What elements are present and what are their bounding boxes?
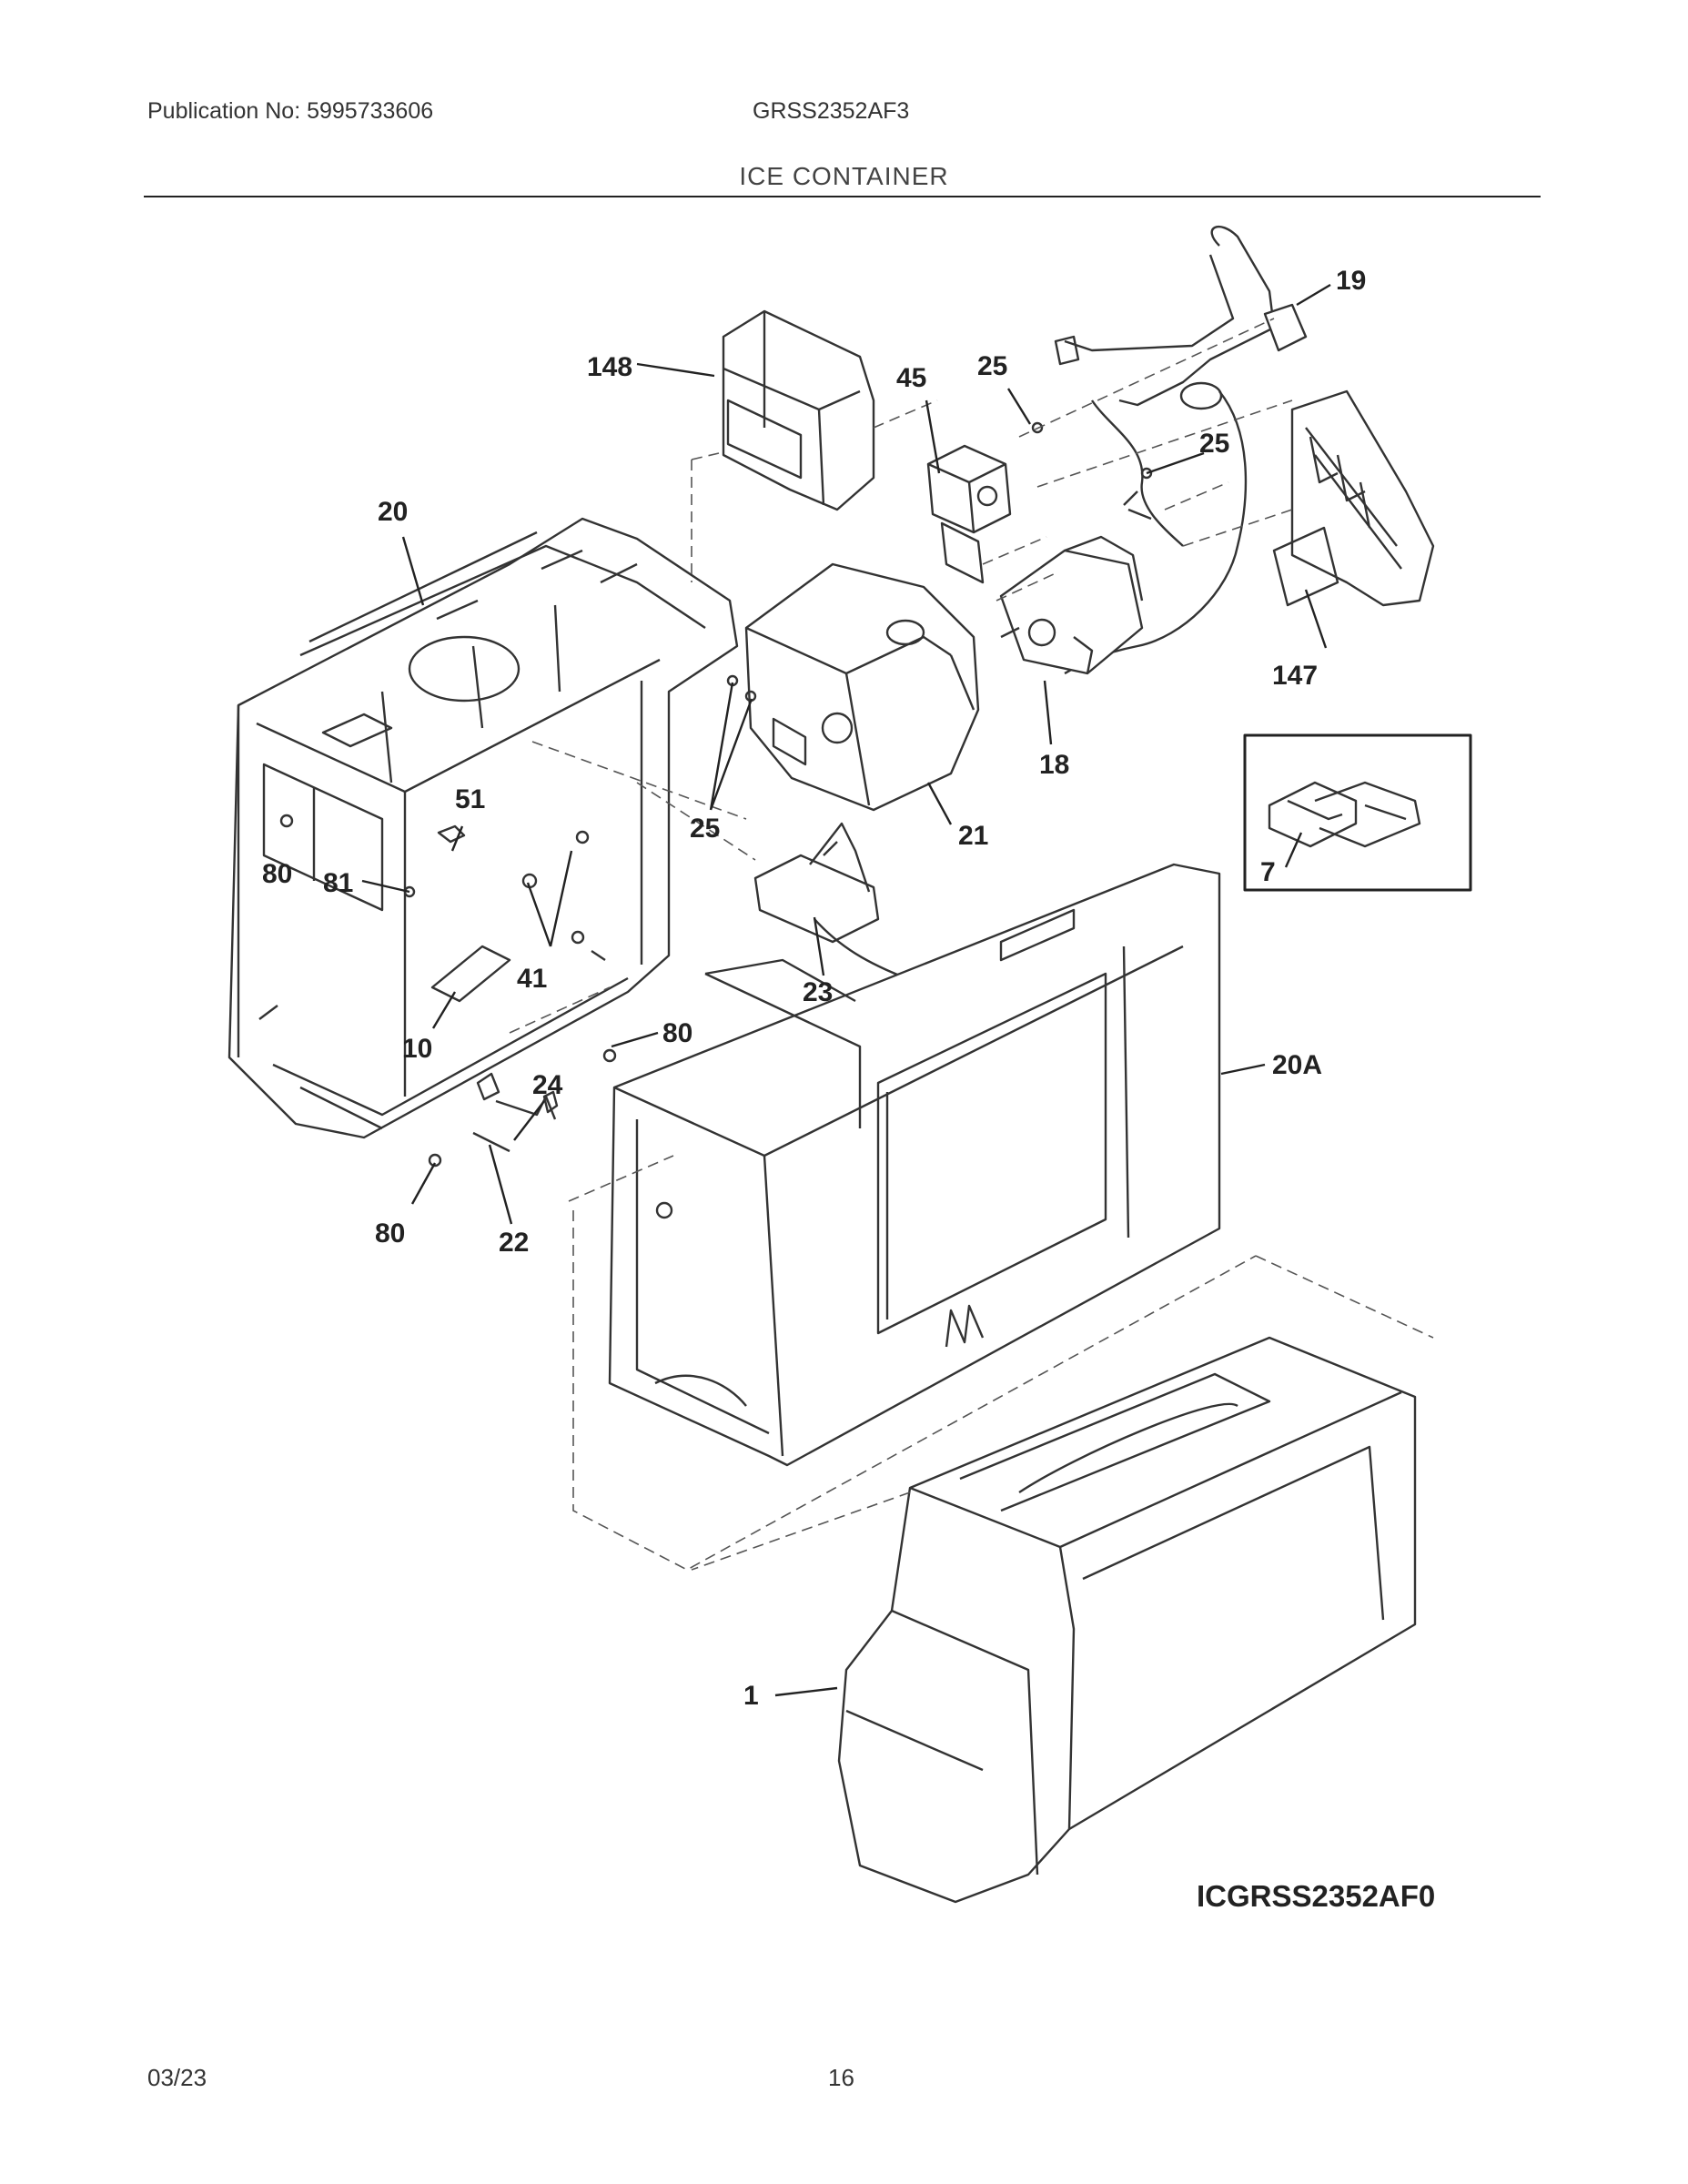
callout-24: 24 (532, 1070, 563, 1100)
callout-25-top: 25 (977, 351, 1007, 381)
callout-20A: 20A (1272, 1050, 1322, 1080)
drawing-code: ICGRSS2352AF0 (1197, 1879, 1435, 1913)
callout-25-right: 25 (1199, 429, 1229, 459)
part-18-motor (999, 535, 1144, 675)
leader-lines (361, 283, 1331, 1697)
part-148-cover (722, 309, 875, 511)
part-147-grille (1272, 389, 1435, 607)
part-45-solenoid (926, 444, 1012, 584)
model-number: GRSS2352AF3 (753, 98, 910, 124)
callout-10: 10 (402, 1034, 432, 1064)
part-21-auger-housing (744, 562, 980, 812)
callout-22: 22 (499, 1228, 529, 1258)
callout-80-left: 80 (262, 859, 292, 889)
part-1-ice-bucket (837, 1336, 1417, 1904)
part-20A-frame (608, 863, 1221, 1467)
part-23-actuator (753, 822, 948, 1003)
callout-25-mid: 25 (690, 814, 720, 844)
callout-19: 19 (1336, 266, 1366, 296)
callout-18: 18 (1039, 750, 1069, 780)
callout-21: 21 (958, 821, 988, 851)
section-title: ICE CONTAINER (739, 162, 949, 190)
part-20-housing (227, 517, 739, 1139)
assembly-guide-lines (509, 318, 1434, 1571)
callout-1: 1 (743, 1681, 759, 1711)
callout-80-mid: 80 (662, 1018, 692, 1048)
part-7-inset (1243, 733, 1472, 892)
callout-23: 23 (803, 977, 833, 1007)
footer-page-number: 16 (828, 2064, 854, 2091)
header-rule (144, 196, 1541, 197)
callout-41: 41 (517, 964, 547, 994)
publication-number: Publication No: 5995733606 (147, 98, 434, 124)
callout-147: 147 (1272, 661, 1318, 691)
callout-81: 81 (323, 868, 353, 898)
callout-51: 51 (455, 784, 485, 814)
part-19-harness (1054, 226, 1308, 675)
callout-148: 148 (587, 352, 632, 382)
footer-date: 03/23 (147, 2064, 207, 2091)
callout-7: 7 (1260, 857, 1276, 887)
callout-80-bottom: 80 (375, 1218, 405, 1249)
callout-20: 20 (378, 497, 408, 527)
callout-45: 45 (896, 363, 926, 393)
